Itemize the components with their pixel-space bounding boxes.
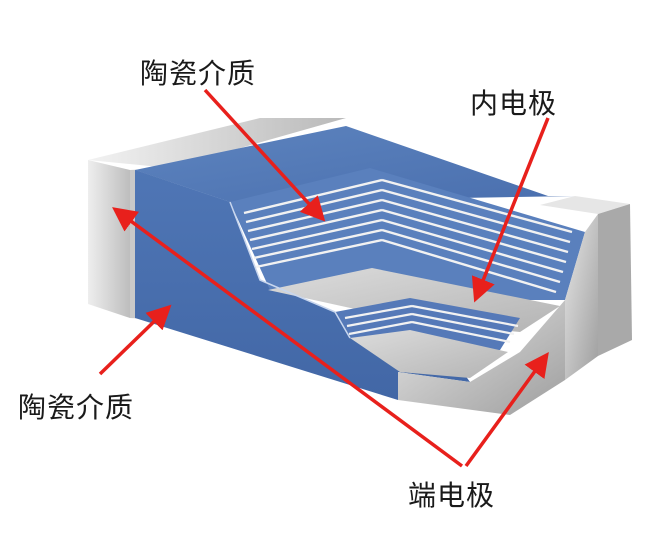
arrow-terminal-right	[464, 352, 549, 468]
label-ceramic-dielectric-left: 陶瓷介质	[18, 391, 135, 424]
arrow-terminal-left	[112, 207, 464, 468]
label-terminal-electrode: 端电极	[408, 479, 496, 512]
arrow-ceramic-top	[203, 88, 326, 222]
arrow-inner-electrode	[471, 117, 550, 303]
ceramic-body-front	[135, 170, 470, 400]
label-inner-electrode: 内电极	[470, 87, 558, 120]
pointer-arrows	[98, 88, 550, 468]
inner-electrode-stripes-lower	[344, 304, 519, 344]
label-ceramic-dielectric-top: 陶瓷介质	[140, 57, 257, 90]
arrow-ceramic-left	[98, 304, 172, 376]
